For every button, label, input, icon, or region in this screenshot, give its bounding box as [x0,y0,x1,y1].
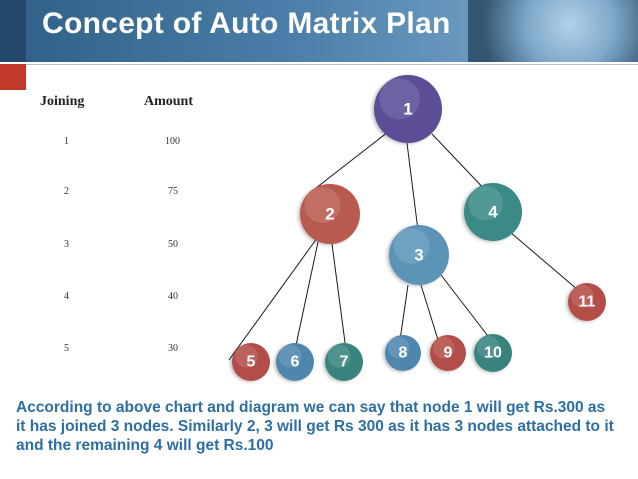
slide-title: Concept of Auto Matrix Plan [42,7,451,40]
node-label: 8 [399,345,408,362]
node-circle [325,343,363,381]
tree-nodes: 1 2 3 4 5 6 7 8 9 10 11 [232,75,606,381]
tree-node-9: 9 [430,335,466,371]
edge-2-to-5 [228,233,321,361]
table-cell-amount: 75 [168,186,178,197]
node-label: 7 [340,354,349,371]
edge-1-to-4 [431,133,490,195]
tree-node-11: 11 [568,283,606,321]
node-label: 1 [403,100,412,119]
red-accent-block [0,64,26,90]
edge-2-to-7 [331,243,347,351]
table-cell-amount: 50 [168,239,178,250]
table-cell-joining: 1 [64,136,69,147]
node-circle [389,225,449,285]
node-highlight [304,187,341,223]
node-label: 4 [488,203,498,222]
node-highlight [476,335,500,359]
table-cell-amount: 100 [165,136,180,147]
edge-4-to-11 [509,231,579,291]
tree-node-10: 10 [474,334,512,372]
node-highlight [379,78,420,120]
node-circle [385,335,421,371]
node-circle [430,335,466,371]
edge-1-to-2 [315,131,389,189]
node-highlight [234,344,258,368]
node-circle [568,283,606,321]
tree-node-1: 1 [374,75,442,143]
node-highlight [278,344,302,368]
table-cell-joining: 5 [64,343,69,354]
node-highlight [387,336,410,359]
table-cell-joining: 3 [64,239,69,250]
node-highlight [432,336,455,359]
amount-header: Amount [144,94,194,109]
node-label: 6 [291,354,300,371]
header-divider [26,64,638,65]
node-label: 11 [579,294,596,311]
table-cell-amount: 40 [168,291,178,302]
node-label: 2 [325,205,334,224]
tree-node-2: 2 [300,184,360,244]
joining-header: Joining [40,94,85,109]
node-circle [300,184,360,244]
table-cell-amount: 30 [168,343,178,354]
title-bar-accent [0,0,26,62]
node-highlight [468,185,504,221]
edge-2-to-6 [294,241,319,351]
tree-node-8: 8 [385,335,421,371]
node-label: 9 [444,345,453,362]
node-label: 10 [484,345,502,362]
node-highlight [570,284,594,308]
node-circle [474,334,512,372]
header-photo [468,0,638,62]
node-highlight [327,344,351,368]
tree-node-6: 6 [276,343,314,381]
tree-edges [228,131,579,361]
tree-node-5: 5 [232,343,270,381]
node-circle [374,75,442,143]
edge-3-to-8 [399,284,409,341]
node-circle [464,183,522,241]
tree-node-3: 3 [389,225,449,285]
tree-node-4: 4 [464,183,522,241]
edge-3-to-9 [420,284,440,344]
explanation-text: According to above chart and diagram we … [16,399,614,454]
title-bar: Concept of Auto Matrix Plan [0,0,638,62]
table-cell-joining: 4 [64,291,69,302]
node-circle [232,343,270,381]
tree-node-7: 7 [325,343,363,381]
node-circle [276,343,314,381]
node-highlight [393,228,430,264]
edge-3-to-10 [440,274,492,341]
table-cell-joining: 2 [64,186,69,197]
node-label: 5 [247,354,256,371]
node-label: 3 [414,246,423,265]
